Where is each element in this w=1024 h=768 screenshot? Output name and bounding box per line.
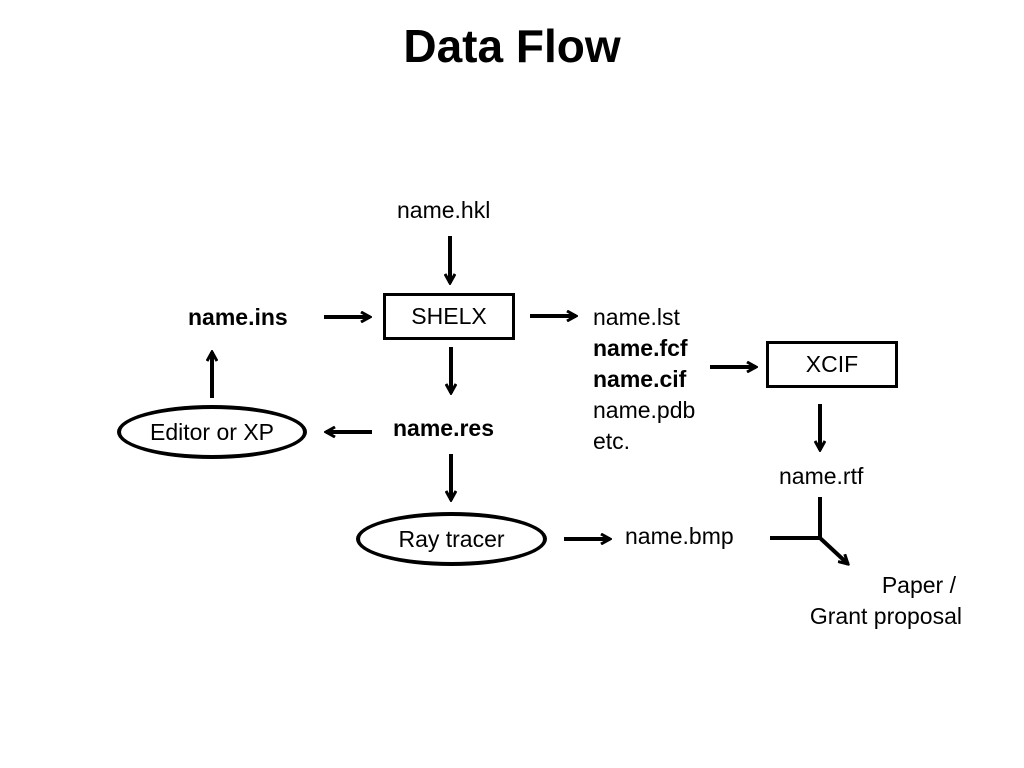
node-bmp: name.bmp [625,523,734,549]
output-item: name.cif [593,366,687,392]
node-raytracer: Ray tracer [356,512,547,566]
node-raytracer-label: Ray tracer [398,525,505,552]
node-shelx: SHELX [383,293,515,340]
output-item: name.fcf [593,335,688,361]
node-shelx-label: SHELX [411,303,487,329]
arrow-merge-to-paper [818,536,848,564]
output-item: etc. [593,428,631,454]
node-editor: Editor or XP [117,405,307,459]
node-paper-line1: Paper / [881,572,956,598]
node-hkl: name.hkl [397,197,491,223]
node-xcif-label: XCIF [805,351,859,377]
output-item: name.pdb [593,397,696,423]
node-rtf: name.rtf [779,463,864,489]
node-editor-label: Editor or XP [150,418,274,445]
node-ins: name.ins [188,304,288,330]
output-item: name.lst [593,304,680,330]
node-paper-line2: Grant proposal [809,603,962,629]
page-title: Data Flow [403,20,621,72]
node-xcif: XCIF [766,341,898,388]
node-res: name.res [393,415,495,441]
